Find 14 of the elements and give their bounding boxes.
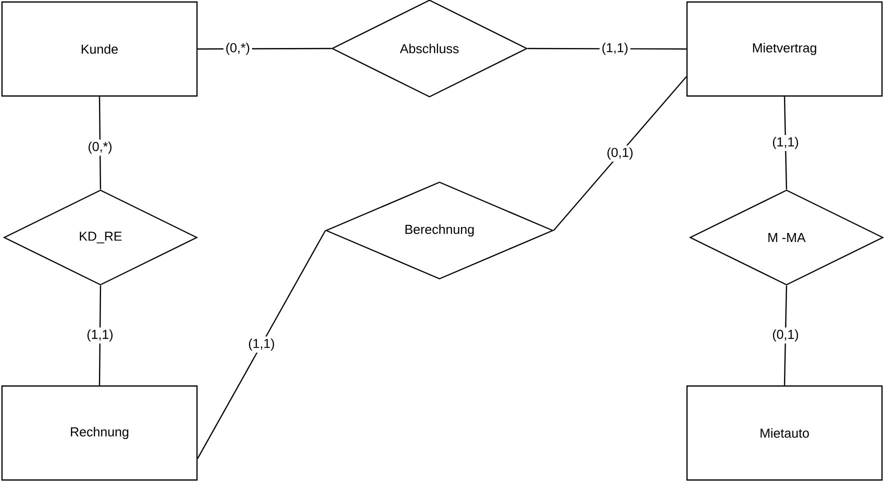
cardinality-label: (1,1) [246, 336, 277, 353]
cardinality-label: (1,1) [600, 40, 630, 57]
cardinality-label: (0,*) [223, 40, 252, 57]
cardinality-label: (0,1) [604, 146, 636, 162]
cardinality-label: (1,1) [770, 134, 801, 152]
entity-box: Rechnung [1, 385, 198, 481]
cardinality-label: (1,1) [84, 327, 116, 344]
entity-box: Kunde [1, 1, 198, 97]
entity-box: Mietauto [686, 385, 883, 481]
connector-line [197, 230, 326, 459]
cardinality-label: (0,*) [86, 140, 114, 156]
connector-line [553, 76, 687, 231]
entity-box: Mietvertrag [686, 1, 883, 97]
cardinality-label: (0,1) [770, 327, 801, 344]
